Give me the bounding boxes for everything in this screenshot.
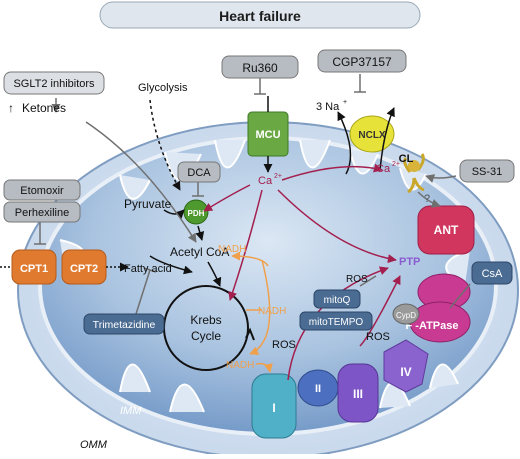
glycolysis-arrow <box>149 99 181 191</box>
complex-i: I <box>251 373 297 439</box>
fatty-acid-label: Fatty acid <box>124 263 172 275</box>
complex-iii: III <box>337 363 379 423</box>
cypd-protein: CypD <box>392 303 420 325</box>
cypd-label: CypD <box>396 311 416 320</box>
nclx-protein: NCLX <box>349 115 395 153</box>
ss31-to-cl-arrow <box>425 174 457 183</box>
krebs-line2: Cycle <box>191 329 221 343</box>
complex-i-label: I <box>272 401 275 415</box>
ant-label: ANT <box>434 223 459 237</box>
pdh-label: PDH <box>188 209 205 218</box>
krebs-line1: Krebs <box>190 313 221 327</box>
ca-to-ptp-arrow <box>277 189 397 264</box>
cl-protein: CL <box>399 153 425 194</box>
question-mark: ? <box>424 193 430 205</box>
complex-iii-label: III <box>353 387 363 401</box>
dca-label: DCA <box>187 167 211 179</box>
acetyl-coa-label: Acetyl CoA <box>170 245 229 259</box>
dca-box: DCA <box>177 161 221 183</box>
nadh-to-complex-i-arrow <box>255 362 273 373</box>
ca-to-nclx-arrow <box>281 163 383 181</box>
cgp-label: CGP37157 <box>332 55 392 69</box>
pyruvate-label: Pyruvate <box>124 197 172 211</box>
ru360-label: Ru360 <box>242 61 278 75</box>
pdh-to-acoa-arrow <box>195 225 205 241</box>
acoa-to-krebs-arrow <box>207 261 222 287</box>
page-title: Heart failure <box>219 8 301 24</box>
glycolysis-label: Glycolysis <box>138 82 188 94</box>
na-sup: + <box>343 99 347 106</box>
nadh-pdh-arrow <box>231 251 269 267</box>
ros-label-2: ROS <box>346 274 368 285</box>
csa-box: CsA <box>471 261 513 285</box>
title-pill <box>99 1 421 29</box>
perhexiline-box: Perhexiline <box>3 201 81 223</box>
complex-iv: IV <box>383 339 429 393</box>
ss31-label: SS-31 <box>472 166 503 178</box>
nadh-label-2: NADH <box>258 306 286 317</box>
ros-label-3: ROS <box>366 331 390 343</box>
ketones-label: Ketones <box>22 101 66 115</box>
mitotempo-box: mitoTEMPO <box>299 311 373 331</box>
omm-label: OMM <box>80 439 108 451</box>
perhexiline-label: Perhexiline <box>15 207 69 219</box>
ros3-to-ptp-arrow <box>359 275 401 347</box>
ant-protein: ANT <box>417 205 475 255</box>
cl-label: CL <box>399 153 414 165</box>
ketones-arrow <box>85 121 197 243</box>
nadh-down-arrow <box>249 259 271 355</box>
ss31-box: SS-31 <box>459 159 515 183</box>
nadh-label-3: NADH <box>226 360 254 371</box>
complex-ii: II <box>297 369 339 407</box>
fatty-acid-to-acoa-arrow <box>149 255 193 275</box>
sglt2-label: SGLT2 inhibitors <box>13 78 95 90</box>
na-label: 3 Na <box>316 101 340 113</box>
complex-ii-label: II <box>315 383 321 395</box>
mcu-label: MCU <box>255 129 280 141</box>
ketones-up-arrow: ↑ <box>8 101 14 115</box>
mitotempo-label: mitoTEMPO <box>309 317 364 328</box>
etomoxir-box: Etomoxir <box>3 179 81 201</box>
ru360-box: Ru360 <box>221 55 299 79</box>
pyruvate-to-pdh-arrow <box>163 209 185 219</box>
complex-iv-label: IV <box>400 365 411 379</box>
trimetazidine-label: Trimetazidine <box>93 319 156 331</box>
nclx-ca-arrow <box>379 107 395 171</box>
mitoq-label: mitoQ <box>324 295 351 306</box>
ca-to-pdh-arrow <box>203 184 251 212</box>
ca-matrix-label: Ca <box>258 175 273 187</box>
ca-to-krebs-arrow <box>228 189 263 301</box>
sglt2-box: SGLT2 inhibitors <box>3 71 105 95</box>
nclx-label: NCLX <box>358 130 386 141</box>
imm-label: IMM <box>120 405 142 417</box>
etomoxir-label: Etomoxir <box>20 185 64 197</box>
cpt2-label: CPT2 <box>70 263 98 275</box>
nadh-label-1: NADH <box>218 244 246 255</box>
nclx-na-arrow <box>337 111 352 175</box>
f-atpase-label: F -ATPase <box>406 320 459 332</box>
ca-nclx-sup: 2+ <box>392 161 400 168</box>
ca-matrix-sup: 2+ <box>274 173 282 180</box>
cpt2-protein: CPT2 <box>61 249 107 285</box>
mcu-protein: MCU <box>247 111 289 157</box>
cl-to-ant-arrow <box>417 191 441 208</box>
cgp-box: CGP37157 <box>317 49 407 73</box>
mitoq-box: mitoQ <box>313 289 361 309</box>
pdh-protein: PDH <box>183 199 209 225</box>
cpt1-protein: CPT1 <box>11 249 57 285</box>
inhibition-lines <box>34 74 471 315</box>
cpt1-label: CPT1 <box>20 263 48 275</box>
ros-label-1: ROS <box>272 339 296 351</box>
csa-label: CsA <box>482 268 503 280</box>
ca-nclx-label: Ca <box>376 163 391 175</box>
ptp-label: PTP <box>399 256 420 268</box>
trimetazidine-box: Trimetazidine <box>83 313 165 335</box>
f-atpase-protein: F -ATPase <box>406 273 471 343</box>
